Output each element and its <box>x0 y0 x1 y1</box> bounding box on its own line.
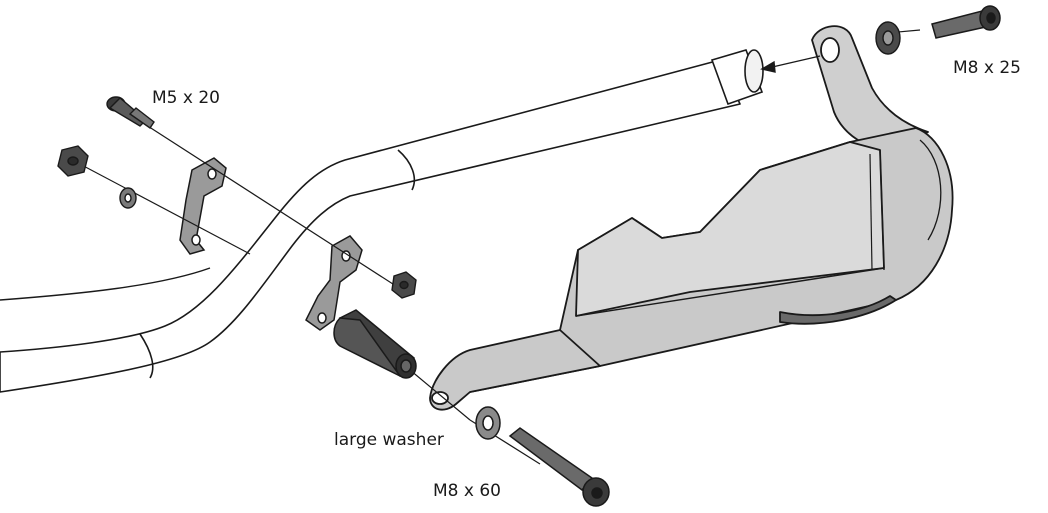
insert-arrow <box>760 55 821 73</box>
spacer-sleeve <box>333 309 417 379</box>
clamp-right <box>305 235 363 331</box>
bar-end-sleeve <box>710 49 764 106</box>
m8-short-bolt-label: M8 x 25 <box>953 58 1021 78</box>
m8-short-bolt <box>931 5 1001 39</box>
large-washer <box>475 406 501 440</box>
nut-left <box>57 145 89 177</box>
large-washer-label: large washer <box>334 430 444 450</box>
nut-right <box>391 271 417 299</box>
hand-guard <box>429 25 954 411</box>
handlebar <box>0 59 741 393</box>
clamp-left <box>179 157 227 255</box>
m8-short-washer <box>875 21 901 55</box>
small-washer <box>119 187 137 209</box>
m5-bolt-label: M5 x 20 <box>152 88 220 108</box>
m8-long-bolt-label: M8 x 60 <box>433 481 501 501</box>
m5-bolt <box>106 96 155 129</box>
m8-long-bolt <box>508 427 610 507</box>
